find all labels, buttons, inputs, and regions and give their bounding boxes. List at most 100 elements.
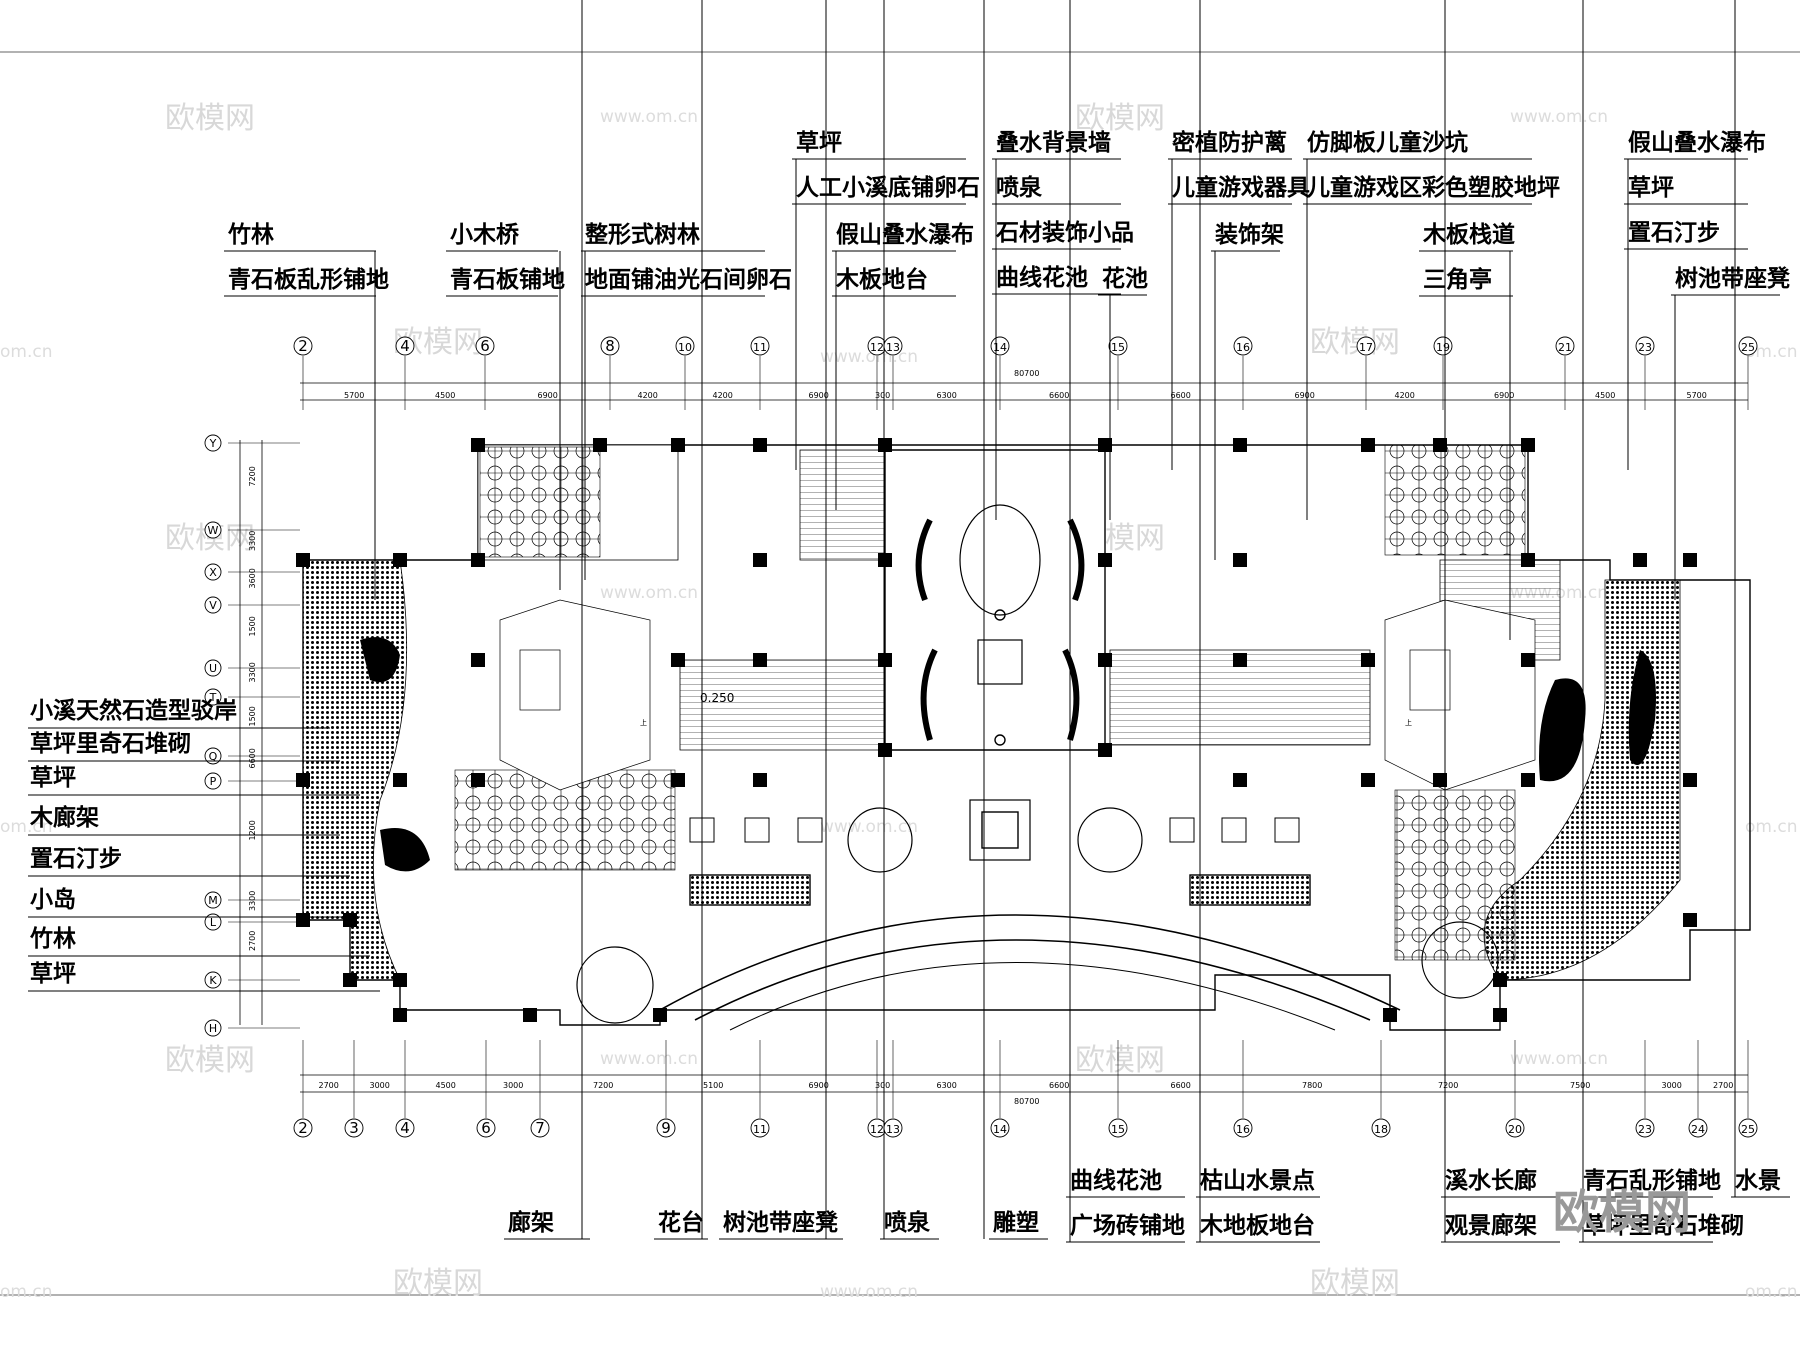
- axis-number: 19: [1436, 341, 1450, 354]
- dimension-value: 6600: [1049, 391, 1069, 400]
- axis-number: 12: [870, 1123, 884, 1136]
- top-label-hedge-text: 儿童游戏器具: [1172, 174, 1310, 201]
- structural-column: [1683, 773, 1697, 787]
- axis-bubble: [1738, 1118, 1758, 1138]
- axis-letter: L: [210, 916, 217, 929]
- structural-column: [1493, 1008, 1507, 1022]
- top-label-backdrop-text: 石材装饰小品: [995, 219, 1134, 246]
- top-callouts: 竹林青石板乱形铺地小木桥青石板铺地整形式树林地面铺油光石间卵石草坪人工小溪底铺卵…: [224, 129, 1790, 640]
- structural-column: [1521, 438, 1535, 452]
- top-label-boardwalk-text: 三角亭: [1423, 266, 1492, 293]
- structural-column: [1098, 438, 1112, 452]
- axis-number: 23: [1638, 1123, 1652, 1136]
- top-label-backdrop-text: 叠水背景墙: [996, 130, 1111, 156]
- dimension-value: 1500: [248, 706, 257, 726]
- left-label: 草坪: [30, 961, 76, 987]
- structural-column: [753, 653, 767, 667]
- structural-column: [878, 743, 892, 757]
- axis-letter: K: [209, 974, 217, 987]
- axis-letter: X: [209, 566, 217, 579]
- axis-bubble: [204, 747, 222, 765]
- bottom-label-plaza-text: 广场砖铺地: [1070, 1212, 1185, 1239]
- structural-column: [878, 653, 892, 667]
- axis-bubble: [204, 563, 222, 581]
- top-label-lawn-stream-text: 人工小溪底铺卵石: [796, 174, 980, 201]
- structural-column: [1683, 553, 1697, 567]
- dimension-value: 6900: [1494, 391, 1514, 400]
- left-label: 小溪天然石造型驳岸: [30, 697, 237, 724]
- axis-bubble: [1555, 336, 1575, 356]
- bottom-label-stream-corridor-text: 溪水长廊: [1445, 1167, 1537, 1194]
- dimension-value: 4500: [436, 1081, 456, 1090]
- top-label-bridge-text: 小木桥: [450, 221, 520, 248]
- dimension-value: 7800: [1302, 1081, 1322, 1090]
- brand-watermark: 欧模网: [1553, 1185, 1691, 1239]
- axis-number: 7: [535, 1119, 545, 1137]
- level-marker: 0.250: [700, 691, 734, 705]
- axis-bubble: [204, 521, 222, 539]
- left-label: 草坪: [30, 765, 76, 791]
- watermark-url: www.om.cn: [820, 1282, 918, 1302]
- dimension-value: 4500: [435, 391, 455, 400]
- axis-bubble: [204, 891, 222, 909]
- top-label-backdrop-text: 喷泉: [996, 174, 1043, 201]
- axis-bubble: [1371, 1118, 1391, 1138]
- axis-bubble: [204, 596, 222, 614]
- dimension-value: 2700: [248, 931, 257, 951]
- axis-bubble: [204, 913, 222, 931]
- bottom-label-dry-landscape-text: 枯山水景点: [1200, 1168, 1315, 1194]
- axis-letter: Y: [209, 437, 217, 450]
- structural-column: [671, 438, 685, 452]
- left-label: 竹林: [29, 925, 76, 952]
- axis-number: 15: [1111, 341, 1125, 354]
- bottom-label-pergola-text: 廊架: [508, 1209, 554, 1236]
- structural-column: [671, 773, 685, 787]
- structural-column: [1433, 773, 1447, 787]
- bottom-label-paving-right-text: 草坪里奇石堆砌: [1583, 1212, 1744, 1239]
- watermark-url-edge: om.cn: [1745, 342, 1798, 362]
- axis-number: 25: [1741, 341, 1755, 354]
- axis-bubble: [395, 1118, 415, 1138]
- structural-column: [343, 973, 357, 987]
- structural-column: [753, 773, 767, 787]
- structural-column: [1521, 773, 1535, 787]
- axis-bubble: [750, 336, 770, 356]
- dimension-value: 4200: [638, 391, 658, 400]
- axis-number: 25: [1741, 1123, 1755, 1136]
- axis-number: 13: [886, 341, 900, 354]
- axis-number: 10: [678, 341, 692, 354]
- structural-column: [296, 553, 310, 567]
- axis-bubble: [1635, 336, 1655, 356]
- dimension-value: 7200: [248, 466, 257, 486]
- axis-bubble: [204, 1019, 222, 1037]
- structural-column: [343, 913, 357, 927]
- dimension-value: 6900: [538, 391, 558, 400]
- top-label-flower-bed-text: 花池: [1102, 266, 1148, 292]
- axis-bubble: [204, 434, 222, 452]
- structural-column: [1433, 438, 1447, 452]
- axis-number: 16: [1236, 1123, 1250, 1136]
- axis-letter: V: [209, 599, 217, 612]
- axis-number: 11: [753, 1123, 767, 1136]
- watermark-brand: 欧模网: [165, 1043, 255, 1078]
- structural-column: [753, 438, 767, 452]
- axis-number: 13: [886, 1123, 900, 1136]
- bottom-callouts: 廊架花台树池带座凳喷泉雕塑曲线花池广场砖铺地枯山水景点木地板地台溪水长廊观景廊架…: [504, 0, 1790, 1243]
- dimension-value: 3300: [248, 531, 257, 551]
- axis-bubble: [1233, 1118, 1253, 1138]
- watermark-url: www.om.cn: [1510, 1049, 1608, 1069]
- structural-column: [1098, 743, 1112, 757]
- structural-column: [1233, 773, 1247, 787]
- structural-column: [1361, 438, 1375, 452]
- top-label-rockery-deck-text: 木板地台: [835, 266, 928, 293]
- structural-column: [1233, 553, 1247, 567]
- axis-number: 3: [349, 1119, 359, 1137]
- structural-column: [523, 1008, 537, 1022]
- top-label-right-top-text: 假山叠水瀑布: [1628, 129, 1766, 156]
- axis-number: 14: [993, 341, 1007, 354]
- axis-bubble: [204, 971, 222, 989]
- top-label-formal-grove-text: 整形式树林: [585, 221, 700, 248]
- structural-column: [296, 913, 310, 927]
